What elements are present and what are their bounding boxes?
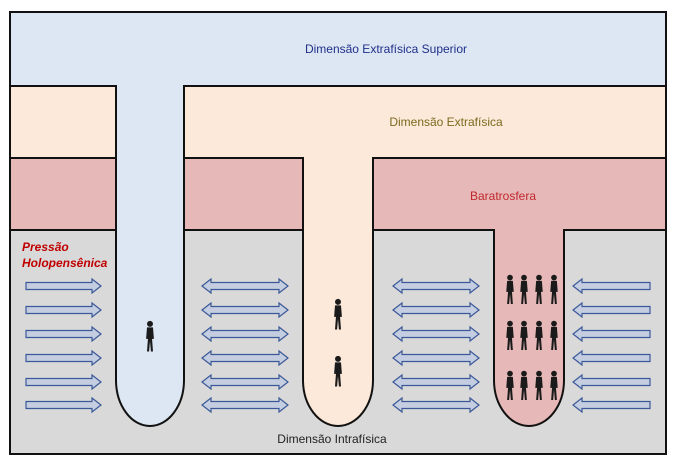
channel-upper [115,86,185,427]
arrow-double-icon [392,373,480,391]
arrow-double-icon [201,396,289,414]
pressure-arrows [25,277,651,414]
layer-extra [9,85,667,159]
arrow-left-icon [572,277,651,295]
arrow-right-icon [25,373,102,391]
arrow-right-icon [25,349,102,367]
arrow-right-icon [25,396,102,414]
layer-intra-label: Dimensão Intrafísica [277,432,387,446]
layer-upper [9,11,667,87]
channel-extra [302,158,374,427]
pressure-label-line2: Holopensênica [22,256,108,270]
arrow-double-icon [392,396,480,414]
arrow-double-icon [201,373,289,391]
arrow-double-icon [201,277,289,295]
arrow-left-icon [572,349,651,367]
arrow-double-icon [201,325,289,343]
arrow-left-icon [572,396,651,414]
layer-baratrosfera-label: Baratrosfera [470,189,536,203]
arrow-double-icon [392,301,480,319]
arrow-double-icon [392,349,480,367]
arrow-right-icon [25,277,102,295]
arrow-left-icon [572,301,651,319]
arrow-right-icon [25,325,102,343]
arrow-double-icon [201,349,289,367]
layer-upper-label: Dimensão Extrafísica Superior [305,42,467,56]
layer-extra-label: Dimensão Extrafísica [389,115,503,129]
pressure-label-line1: Pressão [22,240,69,254]
arrow-right-icon [25,301,102,319]
arrow-double-icon [201,301,289,319]
arrow-double-icon [392,277,480,295]
arrow-double-icon [392,325,480,343]
arrow-left-icon [572,325,651,343]
arrow-left-icon [572,373,651,391]
